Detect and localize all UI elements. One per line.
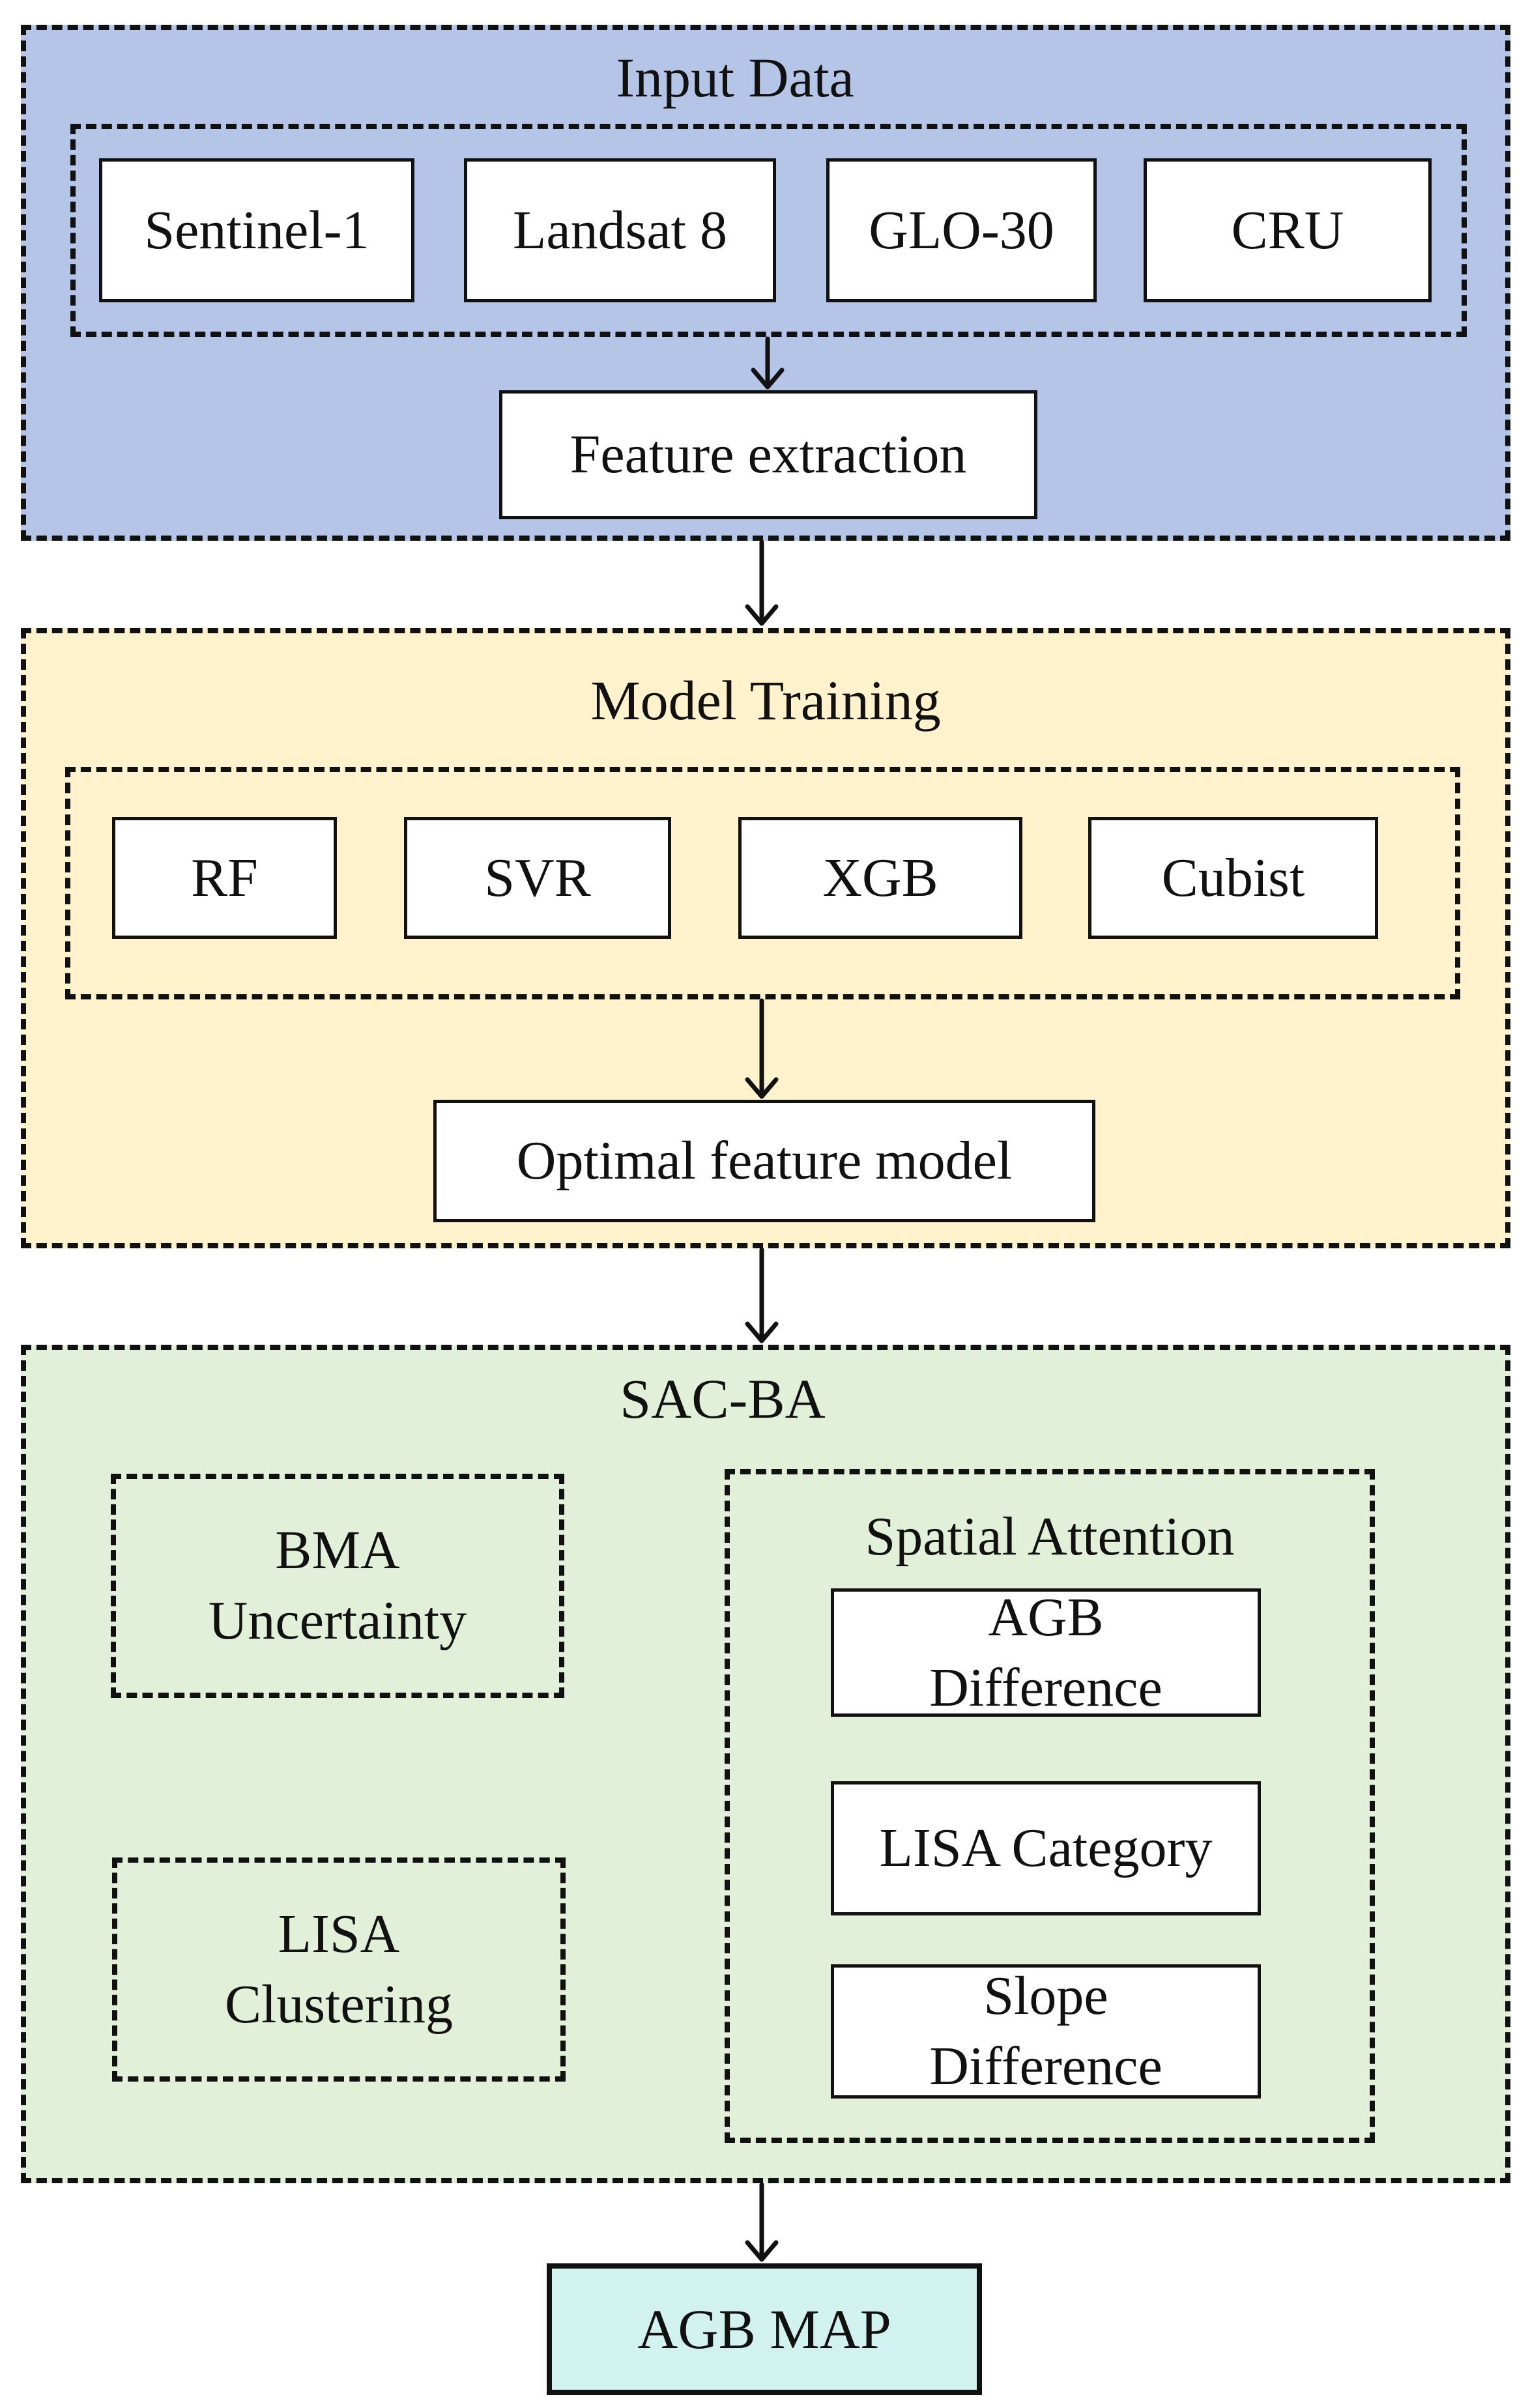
clustering-label: Clustering xyxy=(225,1974,453,2035)
sacba-title: SAC-BA xyxy=(620,1368,826,1430)
model-rf-label: RF xyxy=(191,847,258,908)
optimal-feature-model-box: Optimal feature model xyxy=(433,1100,1095,1222)
agb-difference-line1: AGB xyxy=(988,1586,1104,1648)
optimal-feature-model-label: Optimal feature model xyxy=(516,1130,1013,1191)
agb-map-label: AGB MAP xyxy=(637,2298,891,2360)
model-svr-label: SVR xyxy=(484,847,591,908)
model-svr: SVR xyxy=(404,817,671,939)
lisa-category-box: LISA Category xyxy=(831,1781,1261,1915)
source-landsat-8-label: Landsat 8 xyxy=(513,199,727,261)
agb-difference-box: AGB Difference xyxy=(831,1587,1261,1718)
agb-map-box: AGB MAP xyxy=(547,2263,982,2395)
bma-label: BMA xyxy=(275,1520,400,1581)
slope-difference-line2: Difference xyxy=(929,2036,1162,2097)
input-sources-group xyxy=(70,124,1467,337)
spatial-attention-group xyxy=(725,1469,1375,2143)
slope-difference-box: Slope Difference xyxy=(831,1964,1261,2099)
model-cubist-label: Cubist xyxy=(1161,847,1305,908)
spatial-attention-title: Spatial Attention xyxy=(865,1506,1235,1567)
source-cru: CRU xyxy=(1144,158,1432,302)
source-glo-30-label: GLO-30 xyxy=(869,199,1054,261)
model-training-title: Model Training xyxy=(590,669,941,732)
source-glo-30: GLO-30 xyxy=(826,158,1097,302)
uncertainty-label: Uncertainty xyxy=(208,1590,467,1651)
sacba-panel xyxy=(21,1345,1510,2183)
source-sentinel-1-label: Sentinel-1 xyxy=(144,199,369,261)
model-rf: RF xyxy=(112,817,337,939)
source-cru-label: CRU xyxy=(1231,199,1344,261)
lisa-clustering-group: LISA Clustering xyxy=(112,1857,566,2082)
feature-extraction-box: Feature extraction xyxy=(499,390,1037,519)
arrow-sacba-to-agb-map xyxy=(745,2182,779,2262)
models-group xyxy=(65,767,1460,999)
source-sentinel-1: Sentinel-1 xyxy=(99,158,414,302)
model-xgb-label: XGB xyxy=(822,847,938,908)
arrow-input-to-model-training xyxy=(745,539,779,626)
input-data-title: Input Data xyxy=(616,46,854,109)
bma-uncertainty-group: BMA Uncertainty xyxy=(111,1474,564,1698)
lisa-category-label: LISA Category xyxy=(879,1818,1213,1878)
model-cubist: Cubist xyxy=(1088,817,1378,939)
source-landsat-8: Landsat 8 xyxy=(464,158,776,302)
lisa-label: LISA xyxy=(278,1904,400,1965)
slope-difference-line1: Slope xyxy=(983,1966,1108,2027)
agb-difference-line2: Difference xyxy=(929,1657,1162,1718)
feature-extraction-label: Feature extraction xyxy=(570,424,967,485)
arrow-model-training-to-sacba xyxy=(745,1247,779,1343)
model-xgb: XGB xyxy=(738,817,1022,939)
